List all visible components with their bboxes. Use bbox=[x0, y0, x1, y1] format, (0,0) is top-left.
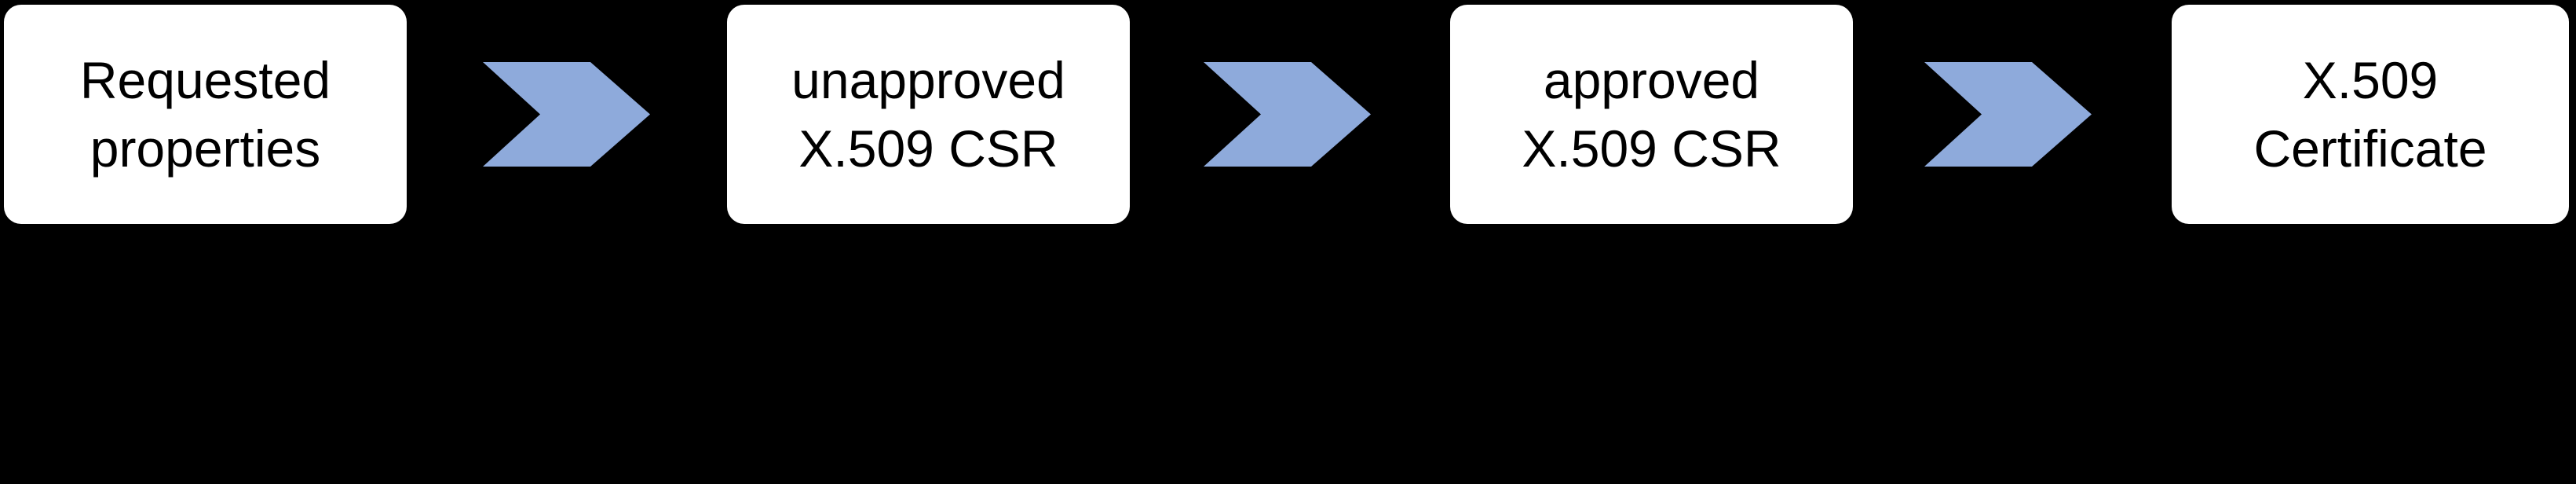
chevron-right-arrow-shape bbox=[1204, 62, 1371, 167]
step-label-line2: X.509 CSR bbox=[798, 119, 1058, 178]
step-label-line2: properties bbox=[90, 119, 321, 178]
step-box-x509-certificate: X.509 Certificate bbox=[2172, 5, 2569, 224]
step-label-line2: X.509 CSR bbox=[1522, 119, 1781, 178]
step-box-requested-properties: Requested properties bbox=[4, 5, 407, 224]
step-box-unapproved-csr: unapproved X.509 CSR bbox=[727, 5, 1130, 224]
step-label-line2: Certificate bbox=[2253, 119, 2487, 178]
step-label-line1: X.509 bbox=[2302, 50, 2439, 109]
step-label-line1: approved bbox=[1543, 50, 1760, 109]
chevron-right-arrow-shape bbox=[1924, 62, 2092, 167]
step-label-line1: unapproved bbox=[791, 50, 1065, 109]
step-label-line1: Requested bbox=[79, 50, 331, 109]
chevron-right-arrow-icon bbox=[483, 62, 650, 167]
chevron-right-arrow-shape bbox=[483, 62, 650, 167]
step-box-approved-csr: approved X.509 CSR bbox=[1450, 5, 1853, 224]
chevron-right-arrow-icon bbox=[1204, 62, 1371, 167]
chevron-right-arrow-icon bbox=[1924, 62, 2092, 167]
